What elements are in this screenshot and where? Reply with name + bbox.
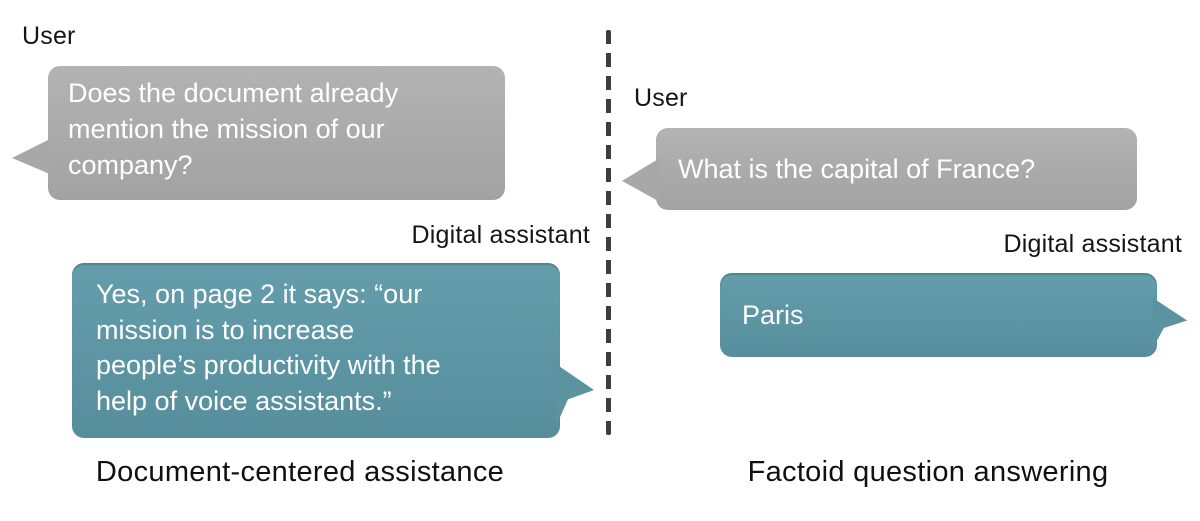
panel-caption: Document-centered assistance — [95, 456, 505, 488]
assistant-message-bubble: Paris — [720, 273, 1157, 357]
user-label: User — [634, 84, 688, 112]
assistant-message-bubble: Yes, on page 2 it says: “our mission is … — [72, 263, 560, 438]
panel-caption: Factoid question answering — [747, 456, 1109, 488]
speech-tail-right-icon — [556, 364, 594, 426]
user-label: User — [22, 22, 76, 50]
dashed-divider-line — [606, 30, 611, 435]
speech-tail-left-icon — [622, 158, 660, 202]
speech-tail-right-icon — [1153, 298, 1188, 348]
assistant-label: Digital assistant — [1003, 230, 1182, 258]
user-message-bubble: Does the document already mention the mi… — [48, 66, 505, 200]
speech-tail-left-icon — [12, 138, 52, 175]
assistant-label: Digital assistant — [411, 221, 590, 249]
user-message-bubble: What is the capital of France? — [656, 128, 1137, 210]
